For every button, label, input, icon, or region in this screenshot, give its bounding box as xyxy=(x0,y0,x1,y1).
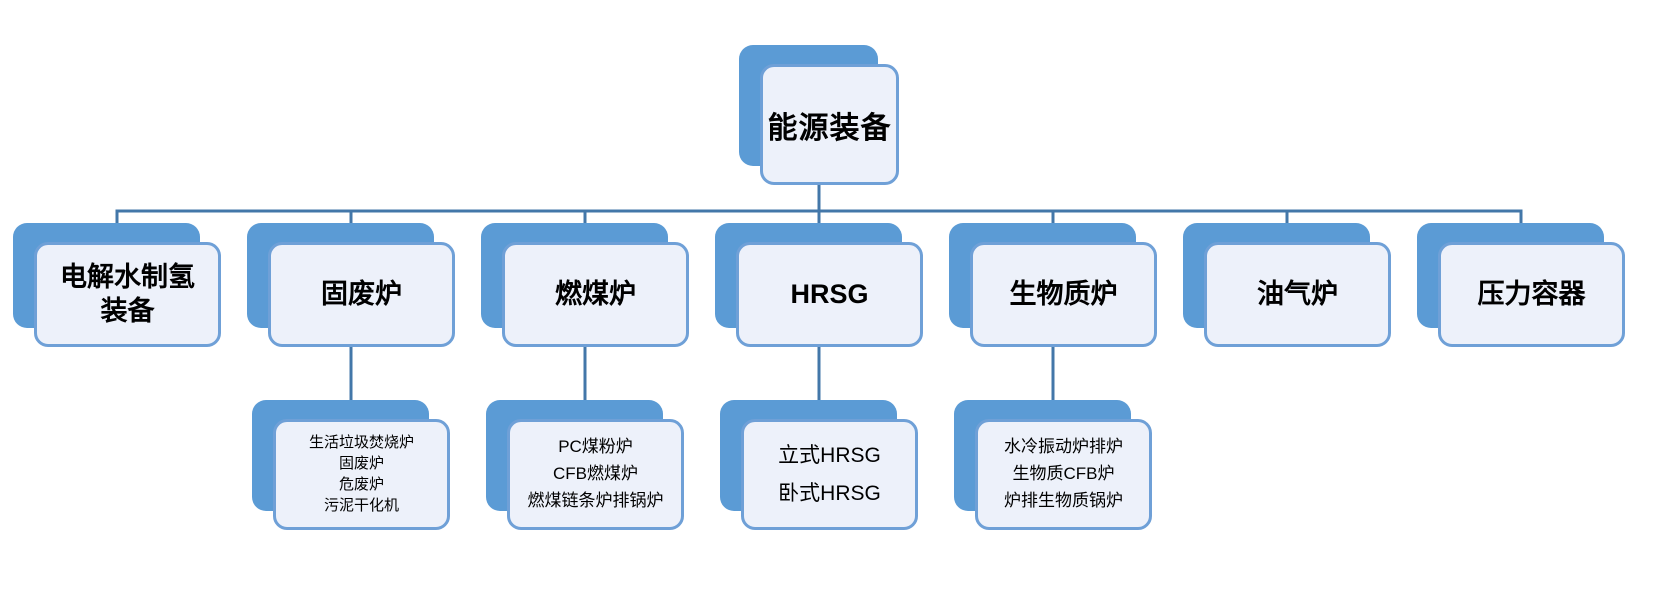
node-label: HRSG xyxy=(790,278,869,309)
node-card: 能源装备 xyxy=(760,64,899,185)
node-biomass-furnace: 生物质炉 xyxy=(949,223,1157,347)
child-item: 危废炉 xyxy=(338,475,384,493)
node-card: 水冷振动炉排炉 生物质CFB炉 炉排生物质锅炉 xyxy=(975,419,1152,530)
node-hrsg-types: 立式HRSG 卧式HRSG xyxy=(720,400,918,530)
node-card: 固废炉 xyxy=(268,242,455,347)
node-card: 生活垃圾焚烧炉 固废炉 危废炉 污泥干化机 xyxy=(273,419,450,530)
node-label: 燃煤炉 xyxy=(555,278,636,309)
node-solid-waste-furnace: 固废炉 xyxy=(247,223,455,347)
node-label: 生物质炉 xyxy=(1009,278,1118,309)
node-label: 电解水制氢装备 xyxy=(60,261,195,326)
node-coal-fired-furnace-types: PC煤粉炉 CFB燃煤炉 燃煤链条炉排锅炉 xyxy=(486,400,684,530)
node-electrolysis-hydrogen-equipment: 电解水制氢装备 xyxy=(13,223,221,347)
child-item: 固废炉 xyxy=(338,454,384,472)
node-card: 立式HRSG 卧式HRSG xyxy=(741,419,918,530)
node-label: 油气炉 xyxy=(1257,278,1338,309)
node-label: 固废炉 xyxy=(321,278,402,309)
node-hrsg: HRSG xyxy=(715,223,923,347)
child-item: CFB燃煤炉 xyxy=(553,464,638,484)
node-card: 压力容器 xyxy=(1438,242,1625,347)
node-card: HRSG xyxy=(736,242,923,347)
node-oil-gas-furnace: 油气炉 xyxy=(1183,223,1391,347)
node-card: 生物质炉 xyxy=(970,242,1157,347)
node-card: 燃煤炉 xyxy=(502,242,689,347)
node-pressure-vessel: 压力容器 xyxy=(1417,223,1625,347)
child-item: 立式HRSG xyxy=(778,444,881,468)
node-solid-waste-furnace-types: 生活垃圾焚烧炉 固废炉 危废炉 污泥干化机 xyxy=(252,400,450,530)
child-item: 生活垃圾焚烧炉 xyxy=(308,433,414,451)
node-biomass-furnace-types: 水冷振动炉排炉 生物质CFB炉 炉排生物质锅炉 xyxy=(954,400,1152,530)
node-card: 电解水制氢装备 xyxy=(34,242,221,347)
node-label: 能源装备 xyxy=(767,111,892,145)
child-item: 生物质CFB炉 xyxy=(1012,464,1115,484)
child-item: 卧式HRSG xyxy=(778,481,881,505)
child-item: 炉排生物质锅炉 xyxy=(1004,491,1123,511)
child-item: 水冷振动炉排炉 xyxy=(1004,437,1123,457)
child-item: 污泥干化机 xyxy=(323,496,399,514)
node-energy-equipment: 能源装备 xyxy=(739,45,899,185)
node-label: 压力容器 xyxy=(1477,278,1586,309)
child-item: PC煤粉炉 xyxy=(558,437,633,457)
node-coal-fired-furnace: 燃煤炉 xyxy=(481,223,689,347)
node-card: PC煤粉炉 CFB燃煤炉 燃煤链条炉排锅炉 xyxy=(507,419,684,530)
child-item: 燃煤链条炉排锅炉 xyxy=(527,491,664,511)
node-card: 油气炉 xyxy=(1204,242,1391,347)
